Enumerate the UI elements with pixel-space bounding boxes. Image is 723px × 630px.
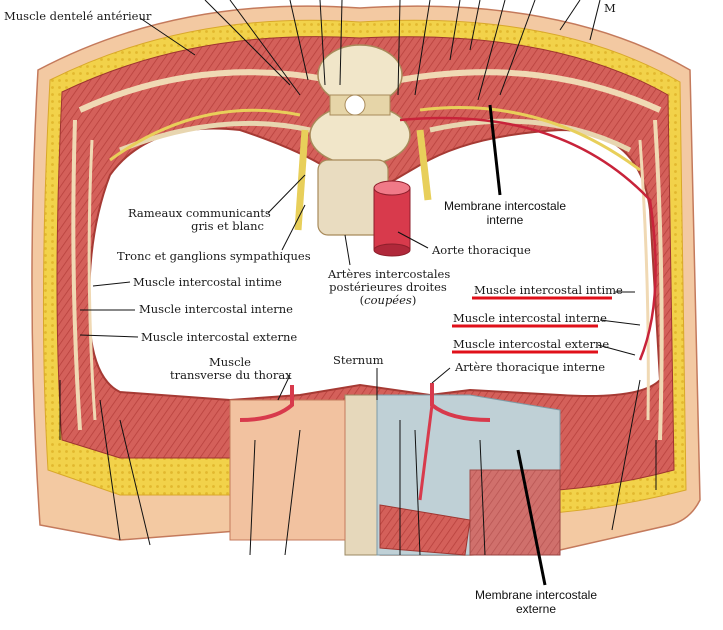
label-arteries-line2: postérieures droites <box>329 280 447 294</box>
label-transversus-line2: transverse du thorax <box>170 368 292 382</box>
label-left-internal: Muscle intercostal interne <box>139 302 293 316</box>
label-transversus: Muscle transverse du thorax <box>170 355 292 382</box>
label-left-innermost: Muscle intercostal intime <box>133 275 282 289</box>
label-internal-thoracic: Artère thoracique interne <box>455 360 606 374</box>
internal-thoracic-branch <box>418 404 434 501</box>
sternum-bone <box>344 394 378 556</box>
label-top-right-cut: M <box>604 1 616 15</box>
membrane-interne-pointer <box>488 104 502 196</box>
muscle-anterior-strip <box>379 504 471 556</box>
label-right-internal: Muscle intercostal interne <box>453 311 607 325</box>
label-transversus-line1: Muscle <box>208 355 251 369</box>
intercostal-nerve-left <box>109 108 301 162</box>
leader-lines <box>59 0 657 556</box>
label-serratus: Muscle dentelé antérieur <box>4 9 152 23</box>
sympathetic-trunk-left <box>294 129 309 231</box>
label-arteries: Artères intercostales postérieures droit… <box>328 267 451 307</box>
label-internal-membrane-line2: interne <box>486 213 524 227</box>
label-rami-line1: Rameaux communicants <box>128 206 271 220</box>
membrane-externe-pointer <box>516 449 547 586</box>
label-arteries-note: coupées <box>364 293 412 307</box>
internal-thoracic-artery-left <box>239 385 294 422</box>
label-right-external: Muscle intercostal externe <box>453 337 610 351</box>
rib-mid-right <box>429 118 632 153</box>
label-external-membrane-line2: externe <box>515 602 557 616</box>
label-internal-membrane: Membrane intercostale interne <box>440 199 570 227</box>
label-rami: Rameaux communicants gris et blanc <box>128 206 271 233</box>
rib-upper-left <box>78 69 331 113</box>
label-right-innermost: Muscle intercostal intime <box>474 283 623 297</box>
label-arteries-line1: Artères intercostales <box>328 267 451 281</box>
label-external-membrane-line1: Membrane intercostale <box>474 588 598 602</box>
muscle-anterior-right <box>469 469 561 556</box>
rib-band-right-inner <box>638 139 650 421</box>
red-underlines <box>452 296 612 354</box>
label-left-external: Muscle intercostal externe <box>141 330 298 344</box>
rib-band-left-inner <box>87 139 97 421</box>
rib-mid-left <box>119 120 311 153</box>
rib-band-right <box>653 119 664 441</box>
aorta <box>373 180 411 257</box>
label-aorta: Aorte thoracique <box>432 243 531 257</box>
intercostal-nerve-right <box>419 106 641 172</box>
label-rami-line2: gris et blanc <box>191 219 264 233</box>
label-sternum: Sternum <box>333 353 384 367</box>
transversus-sheet <box>229 399 346 541</box>
rib-upper-right <box>399 69 662 113</box>
label-external-membrane: Membrane intercostale externe <box>466 588 606 616</box>
label-sympathetic: Tronc et ganglions sympathiques <box>117 249 311 263</box>
sympathetic-trunk-right <box>416 129 432 201</box>
intercostal-artery-right <box>399 116 657 361</box>
rib-band-left <box>71 119 82 431</box>
label-internal-membrane-line1: Membrane intercostale <box>443 199 567 213</box>
